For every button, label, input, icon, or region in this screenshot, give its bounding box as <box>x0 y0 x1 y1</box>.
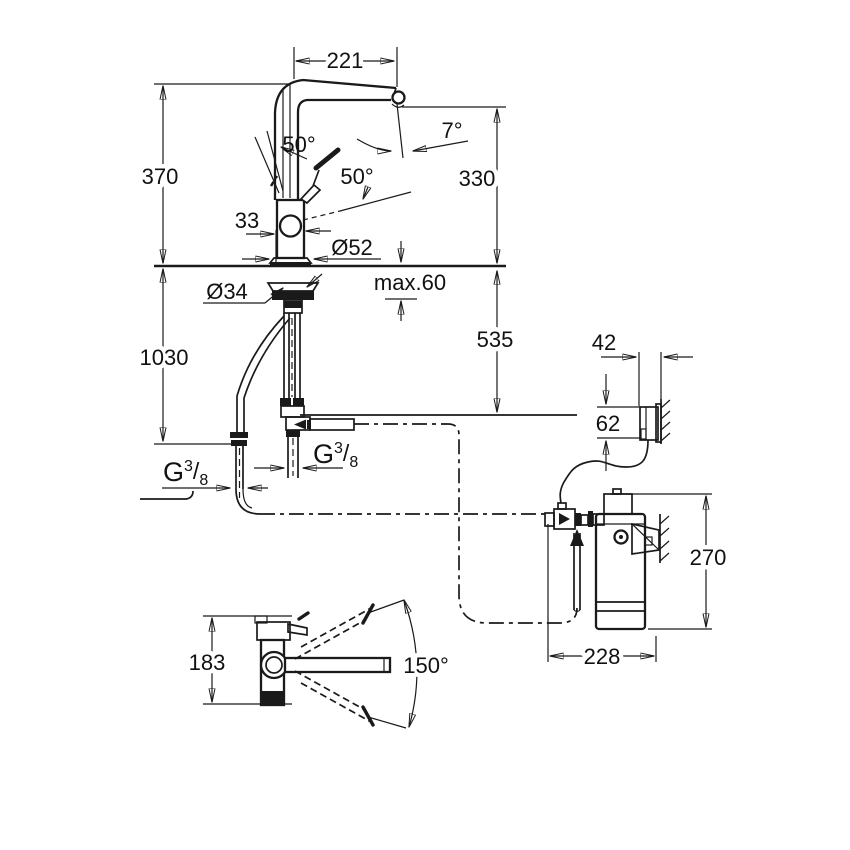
top-view-faucet <box>254 611 392 707</box>
filter-hose-drop-label: 535 <box>477 327 514 352</box>
hose-length-label: 1030 <box>140 345 189 370</box>
inlet-valve <box>544 502 605 530</box>
body-width-label: 33 <box>235 208 259 233</box>
drain-tube <box>570 529 584 613</box>
dimension-filter-hose-drop: 535 <box>472 271 518 412</box>
dimension-spout-reach: 221 <box>293 44 398 87</box>
dimension-total-height: 370 <box>137 83 289 263</box>
dimension-base-diameter: Ø52 <box>242 235 381 260</box>
dimension-outlet-height: 330 <box>402 106 506 263</box>
control-cable <box>559 439 649 504</box>
front-view: 221 370 330 7° 50° 50° <box>135 44 578 624</box>
dimension-spout-projection: 183 <box>184 615 292 705</box>
annotation-handle-angle-1: 50° <box>281 132 316 160</box>
dimension-cartridge-height: 270 <box>610 493 731 630</box>
outlet-angle-label: 7° <box>441 118 462 143</box>
spout-projection-label: 183 <box>189 650 226 675</box>
dimension-body-width: 33 <box>235 208 331 263</box>
dimension-max-counter-thickness: max.60 <box>374 241 446 321</box>
wall-hatching-box <box>660 399 671 442</box>
supply-hose-left <box>230 315 291 515</box>
spout-reach-label: 221 <box>327 48 364 73</box>
handle-angle-1-label: 50° <box>282 132 315 157</box>
thread-size-label-left: G3/8 <box>163 457 208 489</box>
dimension-bracket-depth: 42 <box>592 330 693 406</box>
box-height-label: 62 <box>596 411 620 436</box>
spout-top-view <box>283 656 392 674</box>
bracket-depth-label: 42 <box>592 330 616 355</box>
annotation-handle-angle-2: 50° <box>302 164 412 221</box>
base-diameter-label: Ø52 <box>331 235 373 260</box>
dimension-thread-right: G3/8 <box>254 439 358 471</box>
handle-angle-2-label: 50° <box>340 164 373 189</box>
faucet-handle <box>254 130 341 205</box>
bracket-screw <box>613 529 629 545</box>
installation-width-label: 228 <box>584 644 621 669</box>
mounting-bracket <box>613 514 670 563</box>
total-height-label: 370 <box>142 164 179 189</box>
filter-cartridge <box>594 488 647 631</box>
cartridge-height-label: 270 <box>690 545 727 570</box>
thread-size-label-right: G3/8 <box>313 439 358 471</box>
dimension-box-height: 62 <box>596 374 641 471</box>
control-box <box>559 399 671 504</box>
dimension-hose-length: 1030 <box>135 269 245 445</box>
filter-unit: 42 62 <box>544 330 731 674</box>
outlet-height-label: 330 <box>459 166 496 191</box>
hole-diameter-label: Ø34 <box>206 279 248 304</box>
top-view: 150° 183 <box>184 600 453 729</box>
dimension-hole-diameter: Ø34 <box>203 273 323 304</box>
faucet-body-outline <box>268 78 406 267</box>
aerator-outlet <box>391 90 406 105</box>
dimension-installation-width: 228 <box>547 524 657 674</box>
max-counter-thickness-label: max.60 <box>374 270 446 295</box>
swivel-angle-label: 150° <box>403 653 449 678</box>
valve-flow-arrow <box>559 513 570 525</box>
under-counter-assembly <box>266 282 320 314</box>
swivel-range: 150° <box>294 600 453 729</box>
flow-direction-arrow <box>294 419 306 430</box>
blue-button <box>278 214 303 238</box>
wall-hatching-bracket <box>659 515 670 562</box>
dimension-thread-left: G3/8 <box>162 457 268 489</box>
annotation-outlet-angle: 7° <box>356 103 469 159</box>
hose-routing-lines <box>140 414 578 624</box>
supply-hoses-center <box>280 313 305 418</box>
countertop-line <box>154 264 506 300</box>
swivel-pivot <box>259 650 289 680</box>
